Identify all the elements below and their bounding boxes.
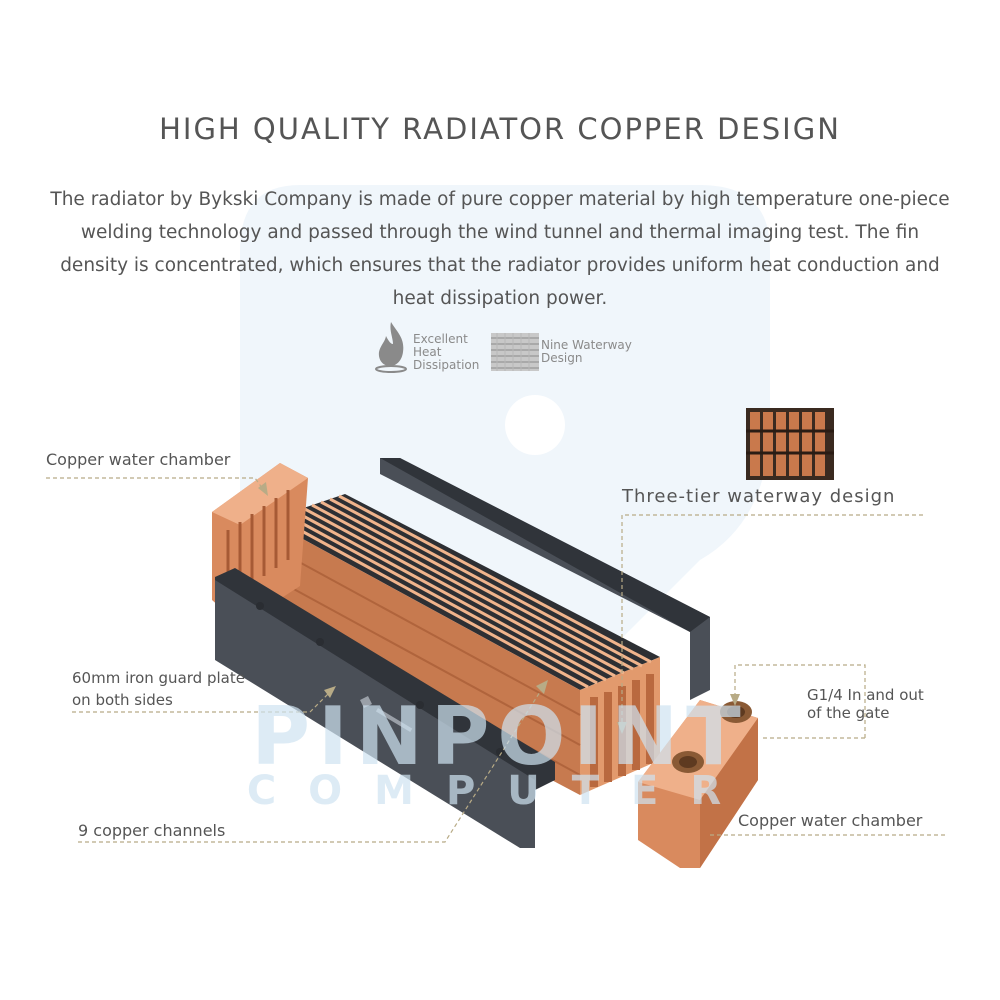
- feature-label-line: Design: [541, 351, 583, 365]
- flame-icon: [375, 322, 407, 373]
- feature-label-line: Dissipation: [413, 358, 480, 372]
- callout-three-tier: Three-tier waterway design: [622, 486, 896, 507]
- callout-copper-chamber-top: Copper water chamber: [46, 450, 231, 469]
- feature-nine-waterway: Nine Waterway Design: [541, 339, 632, 365]
- back-guard-plate: [380, 458, 710, 700]
- waterway-thumbnail: [746, 408, 834, 480]
- watermark-logo-hole: [505, 395, 565, 455]
- front-guard-plate: [215, 568, 555, 848]
- watermark-line2: COMPUTER: [246, 768, 754, 814]
- feature-heat-dissipation: Excellent Heat Dissipation: [413, 333, 479, 372]
- page-description: The radiator by Bykski Company is made o…: [50, 189, 950, 309]
- callout-guard-plate-line2: on both sides: [72, 691, 173, 709]
- callout-copper-chamber-bottom: Copper water chamber: [738, 811, 923, 830]
- feature-label-line: Heat: [413, 345, 442, 359]
- callout-gate-line2: of the gate: [807, 704, 890, 722]
- watermark-line1: PINPOINT: [251, 690, 749, 783]
- page-title: HIGH QUALITY RADIATOR COPPER DESIGN: [159, 112, 841, 146]
- callout-guard-plate: 60mm iron guard plate on both sides: [72, 667, 245, 711]
- feature-label-line: Excellent: [413, 332, 468, 346]
- callout-arrowheads: [258, 482, 740, 734]
- callout-gate-line1: G1/4 In and out: [807, 686, 924, 704]
- bottom-copper-chamber: [638, 700, 758, 868]
- callout-copper-channels: 9 copper channels: [78, 821, 226, 840]
- callout-guard-plate-line1: 60mm iron guard plate: [72, 669, 245, 687]
- callout-gate: G1/4 In and out of the gate: [807, 686, 924, 722]
- feature-label-line: Nine Waterway: [541, 338, 632, 352]
- waterway-pattern-icon: [491, 333, 539, 371]
